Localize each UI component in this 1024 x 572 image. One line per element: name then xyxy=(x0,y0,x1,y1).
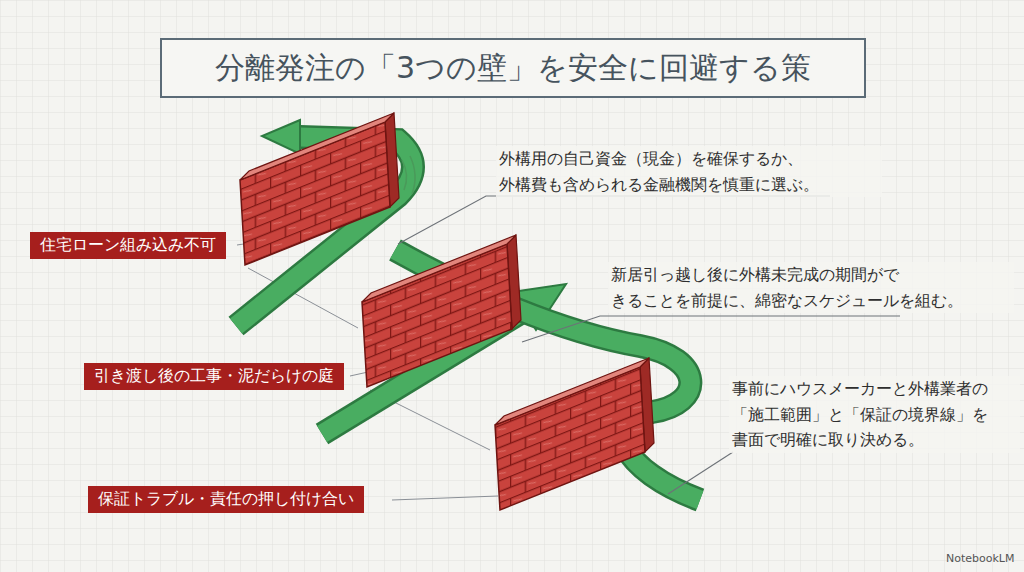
problem-label: 引き渡し後の工事・泥だらけの庭 xyxy=(84,363,344,390)
title-box: 分離発注の「3つの壁」を安全に回避する策 xyxy=(160,38,866,98)
wall-top xyxy=(240,113,394,180)
wall-top xyxy=(362,235,516,302)
motion-marks xyxy=(402,156,415,194)
wall-top xyxy=(495,358,649,425)
watermark: NotebookLM xyxy=(946,552,1014,565)
callout-text: 外構用の自己資金（現金）を確保するか、 外構費も含められる金融機関を慎重に選ぶ。 xyxy=(496,146,882,197)
wall-face xyxy=(240,122,390,265)
label-text: 保証トラブル・責任の押し付け合い xyxy=(98,489,354,508)
label-text: 住宅ローン組み込み不可 xyxy=(40,235,216,254)
arrow-head xyxy=(262,120,300,154)
callout-text: 新居引っ越し後に外構未完成の期間がで きることを前提に、綿密なスケジュールを組む… xyxy=(608,262,1014,313)
label-text: 引き渡し後の工事・泥だらけの庭 xyxy=(94,366,334,385)
wall-face xyxy=(495,367,645,510)
wall-face xyxy=(362,244,512,387)
title-text: 分離発注の「3つの壁」を安全に回避する策 xyxy=(215,48,811,89)
callout-text: 事前にハウスメーカーと外構業者の 「施工範囲」と「保証の境界線」を 書面で明確に… xyxy=(729,376,1020,453)
problem-label: 保証トラブル・責任の押し付け合い xyxy=(88,486,364,513)
problem-label: 住宅ローン組み込み不可 xyxy=(30,232,226,259)
